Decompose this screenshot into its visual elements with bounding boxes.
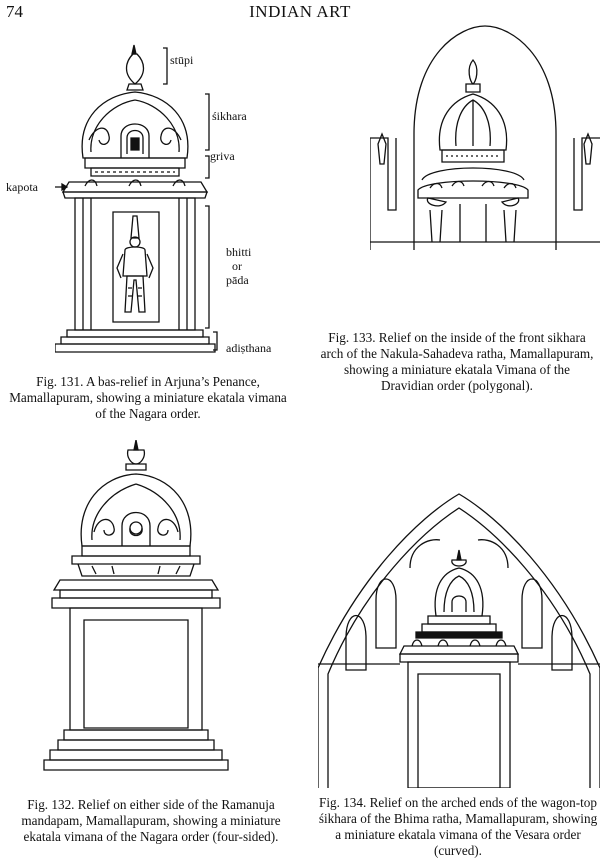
- label-sikhara: śikhara: [212, 109, 247, 123]
- vimana-nagara-foursided-drawing: [42, 440, 282, 790]
- caption-fig-134: Fig. 134. Relief on the arched ends of t…: [318, 795, 598, 858]
- caption-fig-131: Fig. 131. A bas-relief in Arjuna’s Penan…: [9, 374, 287, 421]
- running-title: INDIAN ART: [249, 2, 351, 21]
- vimana-dravidian-drawing: [370, 14, 600, 254]
- label-adisthana: adiṣthana: [226, 341, 272, 355]
- figure-133-drawing: [370, 14, 600, 254]
- caption-fig-132: Fig. 132. Relief on either side of the R…: [21, 797, 281, 844]
- label-stupi: stūpi: [170, 53, 194, 67]
- label-kapota: kapota: [6, 180, 38, 194]
- page-number: 74: [6, 2, 23, 21]
- vimana-vesara-drawing: [318, 488, 600, 788]
- label-griva: griva: [210, 149, 235, 163]
- label-pada: pāda: [226, 273, 249, 287]
- vimana-nagara-drawing: [55, 40, 275, 360]
- figure-132-drawing: [42, 440, 282, 790]
- label-bhitti: bhitti: [226, 245, 252, 259]
- figure-131-drawing: [55, 40, 275, 360]
- caption-fig-133: Fig. 133. Relief on the inside of the fr…: [320, 330, 594, 393]
- figure-134-drawing: [318, 488, 600, 788]
- label-or: or: [232, 259, 242, 273]
